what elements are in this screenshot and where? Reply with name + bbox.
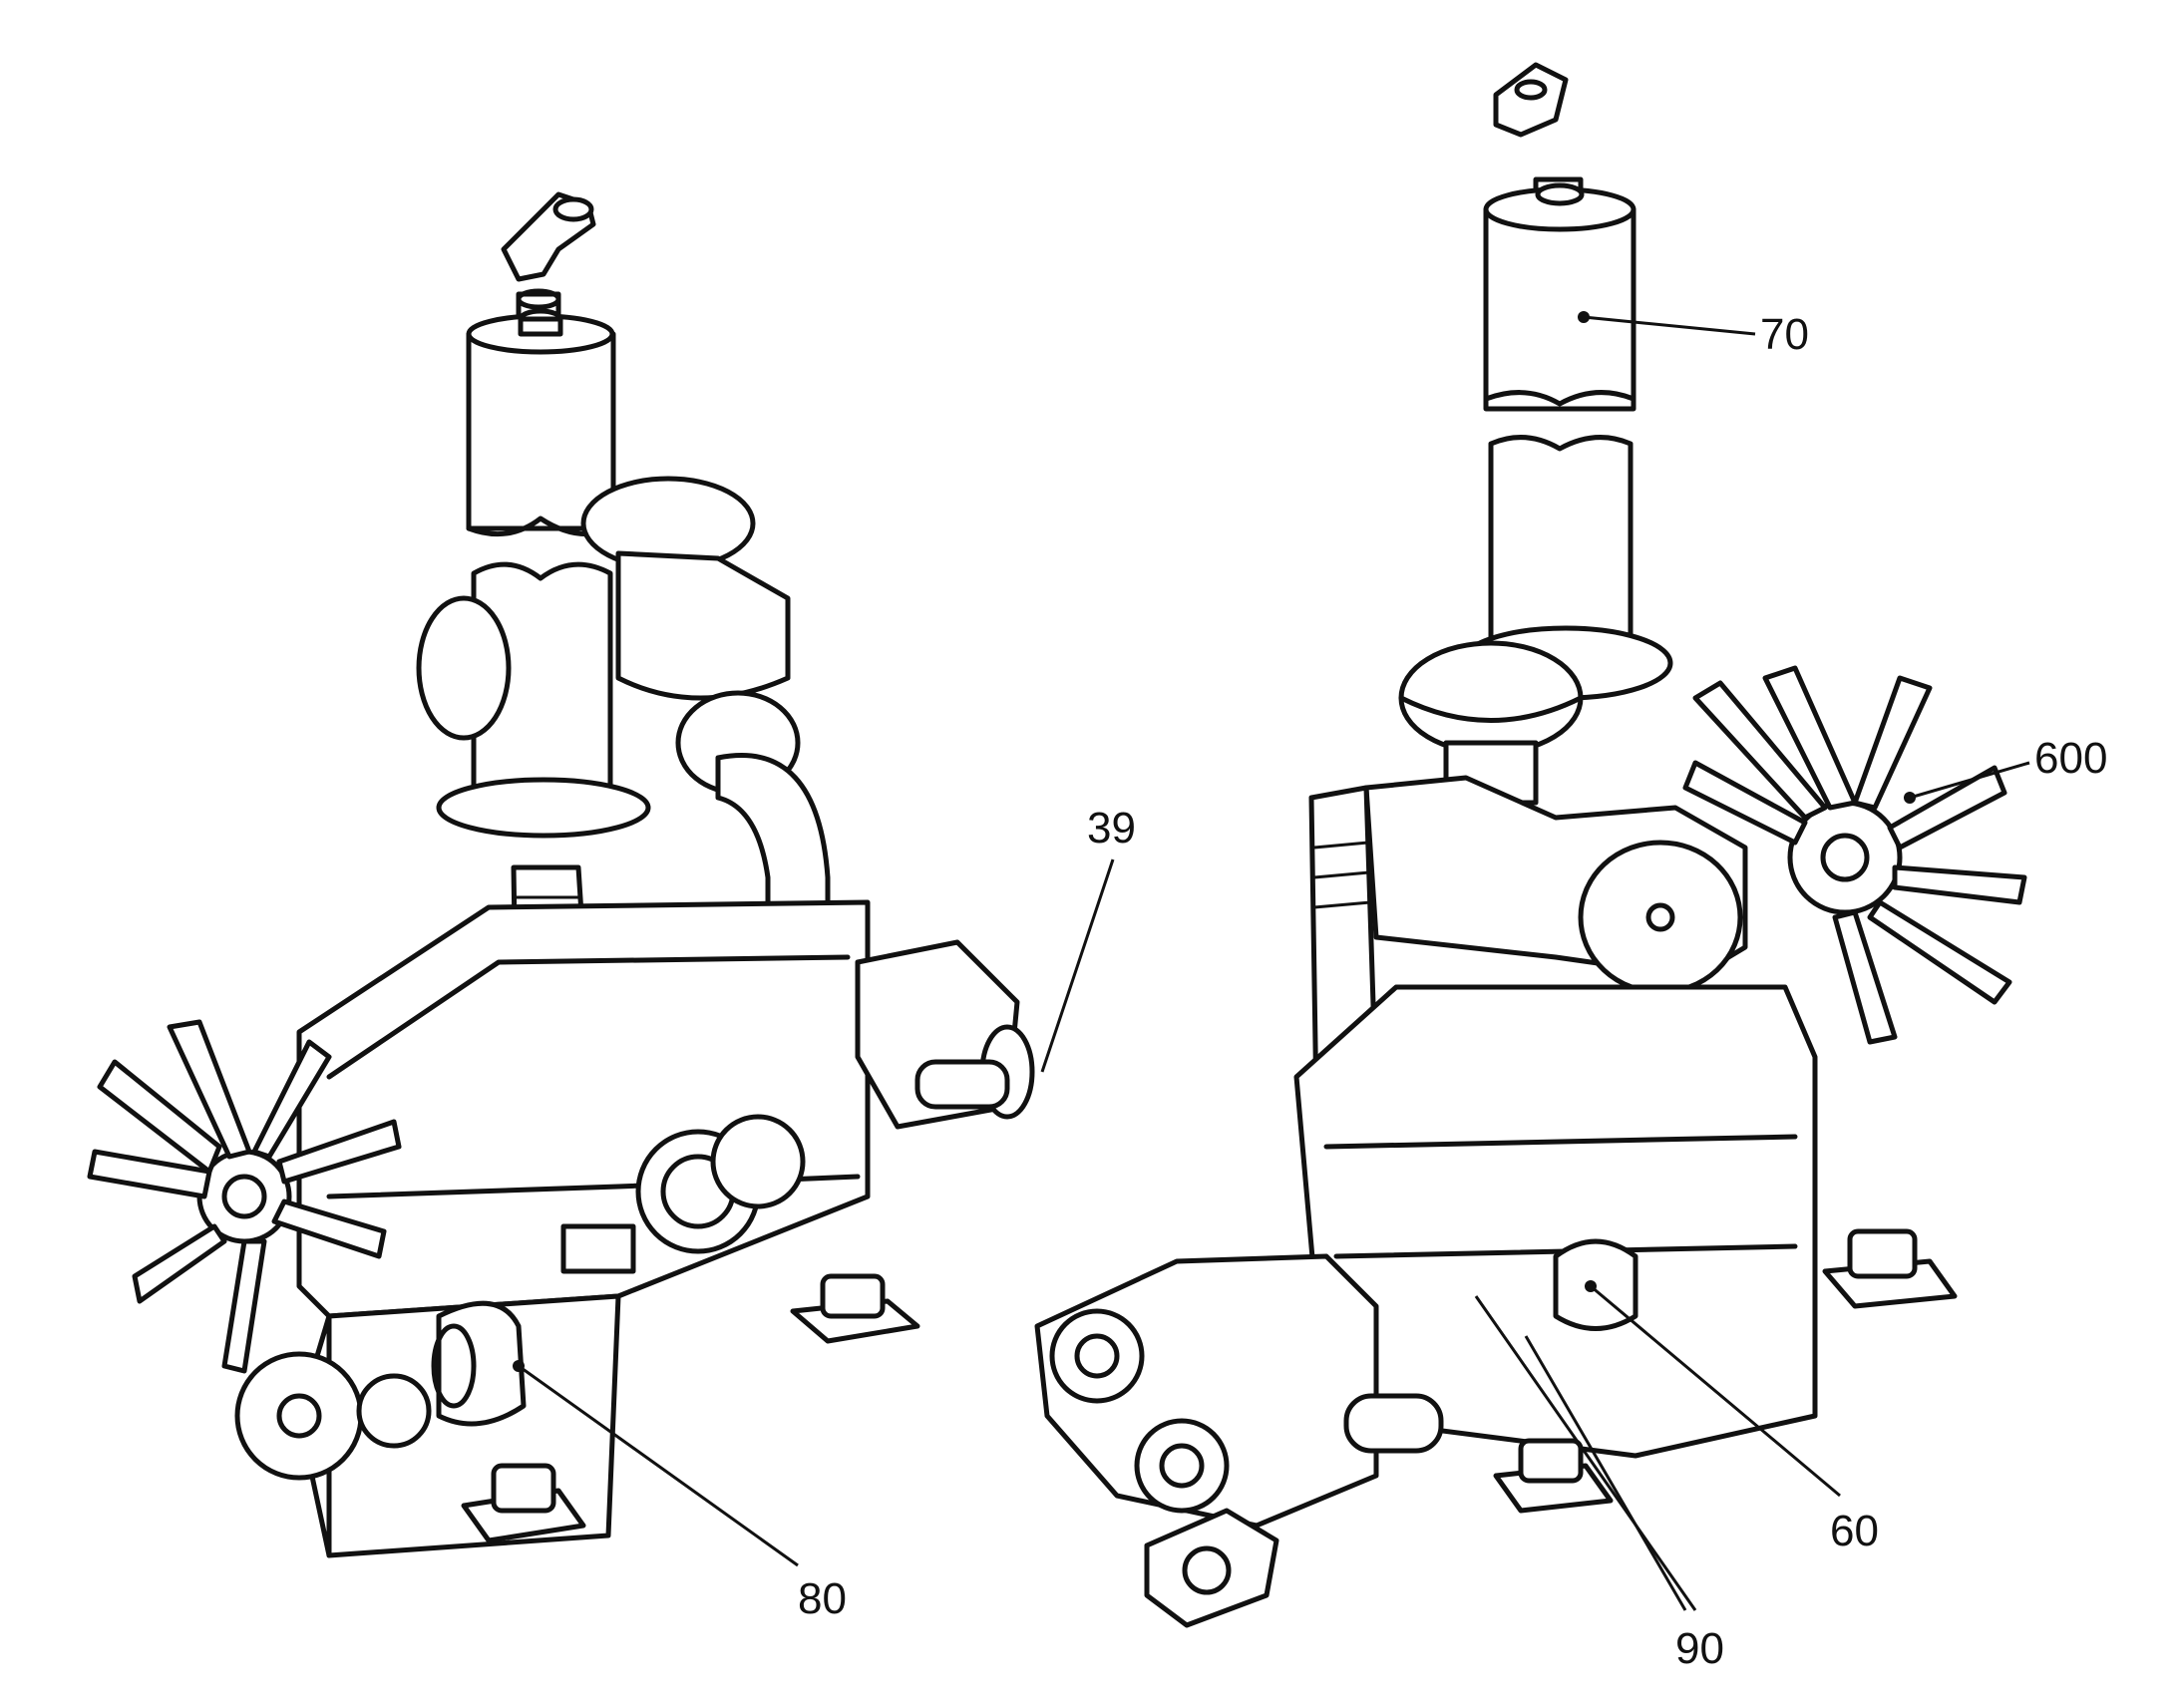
right-air-cleaner [1308,775,1748,1110]
left-rain-cap [501,191,596,327]
left-pulleys [234,1351,432,1481]
leader-600 [1909,761,2030,800]
right-engine-assembly [1034,62,2027,1628]
left-lower-pipe [436,561,651,839]
leader-90b [1524,1335,1687,1611]
left-turbocharger [560,1114,806,1274]
right-fan [1682,665,2027,1045]
callout-39: 39 [1087,804,1136,853]
leader-60 [1590,1284,1841,1498]
left-fan [87,1019,402,1374]
right-precleaner-dome [1398,640,1584,806]
leader-70-dot [1578,311,1590,323]
callout-80: 80 [798,1574,847,1623]
left-mounts [461,1273,920,1543]
leader-70 [1583,315,1756,336]
leader-39 [1040,858,1115,1073]
left-engine-assembly [87,191,1035,1558]
leader-80-dot [513,1360,525,1372]
left-pump-housing [855,939,1035,1130]
right-mounts [1493,1228,1958,1514]
leader-90 [1474,1295,1697,1611]
leader-600-dot [1904,792,1916,804]
right-upper-pipe [1483,182,1636,412]
callout-600: 600 [2034,734,2107,783]
leader-60-dot [1585,1280,1597,1292]
left-upper-pipe [466,308,616,537]
left-alternator [431,1300,527,1427]
callout-labels: 39 70 600 80 60 90 [798,310,2107,1673]
callout-90: 90 [1675,1624,1724,1673]
leader-lines [513,311,2030,1611]
right-hydraulic-pumps [1034,1253,1444,1628]
leader-80 [518,1364,799,1567]
callout-70: 70 [1760,310,1809,359]
callout-60: 60 [1830,1507,1879,1555]
